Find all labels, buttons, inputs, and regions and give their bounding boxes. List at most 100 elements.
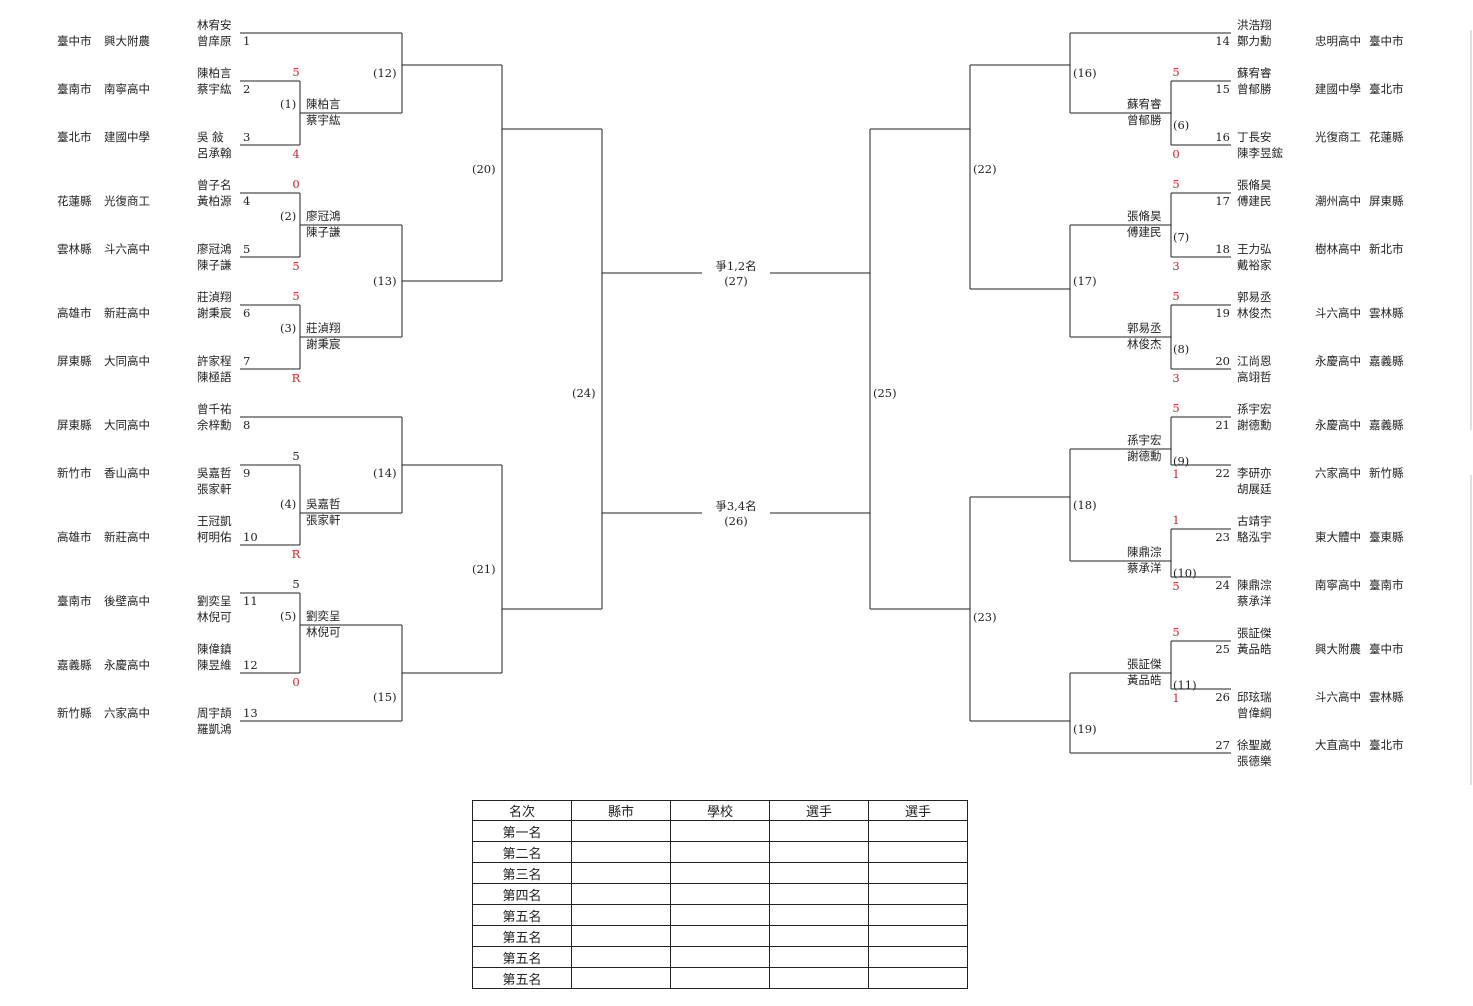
empty-entry-cell[interactable] bbox=[670, 925, 770, 947]
entry-school: 六家高中 bbox=[1315, 466, 1361, 480]
match-number: (18) bbox=[1073, 498, 1097, 512]
entry-county: 屏東縣 bbox=[57, 354, 92, 368]
player-name: 蔡承洋 bbox=[1237, 594, 1272, 608]
empty-entry-cell[interactable] bbox=[571, 904, 671, 926]
match-number: (12) bbox=[373, 66, 397, 80]
header-school: 學校 bbox=[670, 800, 770, 821]
empty-entry-cell[interactable] bbox=[670, 820, 770, 842]
player-name: 王冠凱 bbox=[197, 514, 232, 528]
empty-entry-cell[interactable] bbox=[670, 862, 770, 884]
winner-name: 廖冠鴻 bbox=[306, 209, 341, 223]
empty-entry-cell[interactable] bbox=[769, 820, 869, 842]
player-name: 丁長安 bbox=[1237, 130, 1272, 144]
entry-county: 雲林縣 bbox=[57, 242, 92, 256]
score: 5 bbox=[1172, 625, 1179, 639]
entry-school: 興大附農 bbox=[104, 34, 150, 48]
entry-county: 新竹市 bbox=[57, 466, 92, 480]
player-name: 曾子名 bbox=[197, 178, 232, 192]
player-name: 張証傑 bbox=[1237, 626, 1272, 640]
entry-county: 雲林縣 bbox=[1369, 690, 1404, 704]
empty-entry-cell[interactable] bbox=[868, 883, 968, 905]
seed-number: 22 bbox=[1215, 466, 1230, 480]
rank-cell: 第三名 bbox=[472, 862, 572, 884]
player-name: 許家程 bbox=[197, 354, 232, 368]
match-number: (1) bbox=[280, 97, 296, 111]
match-number: (3) bbox=[280, 321, 296, 335]
empty-entry-cell[interactable] bbox=[670, 841, 770, 863]
player-name: 張家軒 bbox=[197, 482, 232, 496]
empty-entry-cell[interactable] bbox=[769, 862, 869, 884]
empty-entry-cell[interactable] bbox=[769, 883, 869, 905]
score: 0 bbox=[292, 177, 299, 191]
score: 5 bbox=[292, 577, 299, 591]
empty-entry-cell[interactable] bbox=[868, 820, 968, 842]
seed-number: 16 bbox=[1215, 130, 1230, 144]
player-name: 古靖宇 bbox=[1237, 514, 1272, 528]
empty-entry-cell[interactable] bbox=[571, 841, 671, 863]
seed-number: 23 bbox=[1215, 530, 1230, 544]
player-name: 高翊哲 bbox=[1237, 370, 1272, 384]
seed-number: 7 bbox=[243, 354, 250, 368]
score: 0 bbox=[292, 675, 299, 689]
winner-name: 蔡宇紘 bbox=[306, 113, 341, 127]
empty-entry-cell[interactable] bbox=[769, 841, 869, 863]
player-name: 張脩昊 bbox=[1237, 178, 1272, 192]
empty-entry-cell[interactable] bbox=[670, 946, 770, 968]
score: 5 bbox=[1172, 401, 1179, 415]
empty-entry-cell[interactable] bbox=[670, 904, 770, 926]
score: 5 bbox=[1172, 65, 1179, 79]
empty-entry-cell[interactable] bbox=[868, 904, 968, 926]
empty-entry-cell[interactable] bbox=[571, 862, 671, 884]
rank-cell: 第二名 bbox=[472, 841, 572, 863]
entry-county: 臺南市 bbox=[57, 82, 92, 96]
empty-entry-cell[interactable] bbox=[769, 967, 869, 989]
empty-entry-cell[interactable] bbox=[571, 925, 671, 947]
player-name: 駱泓宇 bbox=[1237, 530, 1272, 544]
page-edge-mark bbox=[1470, 30, 1472, 430]
player-name: 林宥安 bbox=[197, 18, 232, 32]
empty-entry-cell[interactable] bbox=[769, 946, 869, 968]
player-name: 曾偉綱 bbox=[1237, 706, 1272, 720]
seed-number: 12 bbox=[243, 658, 258, 672]
empty-entry-cell[interactable] bbox=[571, 883, 671, 905]
empty-entry-cell[interactable] bbox=[571, 967, 671, 989]
header-player: 選手 bbox=[769, 800, 869, 821]
entry-school: 斗六高中 bbox=[1315, 690, 1361, 704]
entry-county: 嘉義縣 bbox=[57, 658, 92, 672]
match-number: (8) bbox=[1173, 342, 1189, 356]
entry-county: 臺中市 bbox=[1369, 642, 1404, 656]
empty-entry-cell[interactable] bbox=[571, 820, 671, 842]
rank-cell: 第五名 bbox=[472, 925, 572, 947]
player-name: 林倪可 bbox=[197, 610, 232, 624]
player-name: 余梓勳 bbox=[197, 418, 232, 432]
entry-school: 樹林高中 bbox=[1315, 242, 1361, 256]
player-name: 呂承翰 bbox=[197, 146, 232, 160]
empty-entry-cell[interactable] bbox=[868, 967, 968, 989]
empty-entry-cell[interactable] bbox=[868, 862, 968, 884]
entry-county: 臺中市 bbox=[1369, 34, 1404, 48]
winner-name: 謝德勳 bbox=[1127, 449, 1162, 463]
entry-county: 花蓮縣 bbox=[1369, 130, 1404, 144]
score: 4 bbox=[292, 147, 299, 161]
empty-entry-cell[interactable] bbox=[868, 946, 968, 968]
empty-entry-cell[interactable] bbox=[769, 925, 869, 947]
entry-county: 新竹縣 bbox=[1369, 466, 1404, 480]
empty-entry-cell[interactable] bbox=[868, 925, 968, 947]
empty-entry-cell[interactable] bbox=[571, 946, 671, 968]
empty-entry-cell[interactable] bbox=[670, 967, 770, 989]
winner-name: 傅建民 bbox=[1127, 225, 1162, 239]
empty-entry-cell[interactable] bbox=[769, 904, 869, 926]
player-name: 洪浩翔 bbox=[1237, 18, 1272, 32]
results-row: 第五名 bbox=[472, 925, 968, 947]
results-table: 名次 縣市 學校 選手 選手 第一名第二名第三名第四名第五名第五名第五名第五名 bbox=[472, 800, 968, 989]
empty-entry-cell[interactable] bbox=[670, 883, 770, 905]
score: 5 bbox=[292, 65, 299, 79]
entry-county: 嘉義縣 bbox=[1369, 418, 1404, 432]
empty-entry-cell[interactable] bbox=[868, 841, 968, 863]
entry-county: 高雄市 bbox=[57, 306, 92, 320]
score: R bbox=[292, 371, 301, 385]
match-number: (14) bbox=[373, 466, 397, 480]
winner-name: 曾郁勝 bbox=[1127, 113, 1162, 127]
entry-school: 大同高中 bbox=[104, 354, 150, 368]
entry-county: 花蓮縣 bbox=[57, 194, 92, 208]
